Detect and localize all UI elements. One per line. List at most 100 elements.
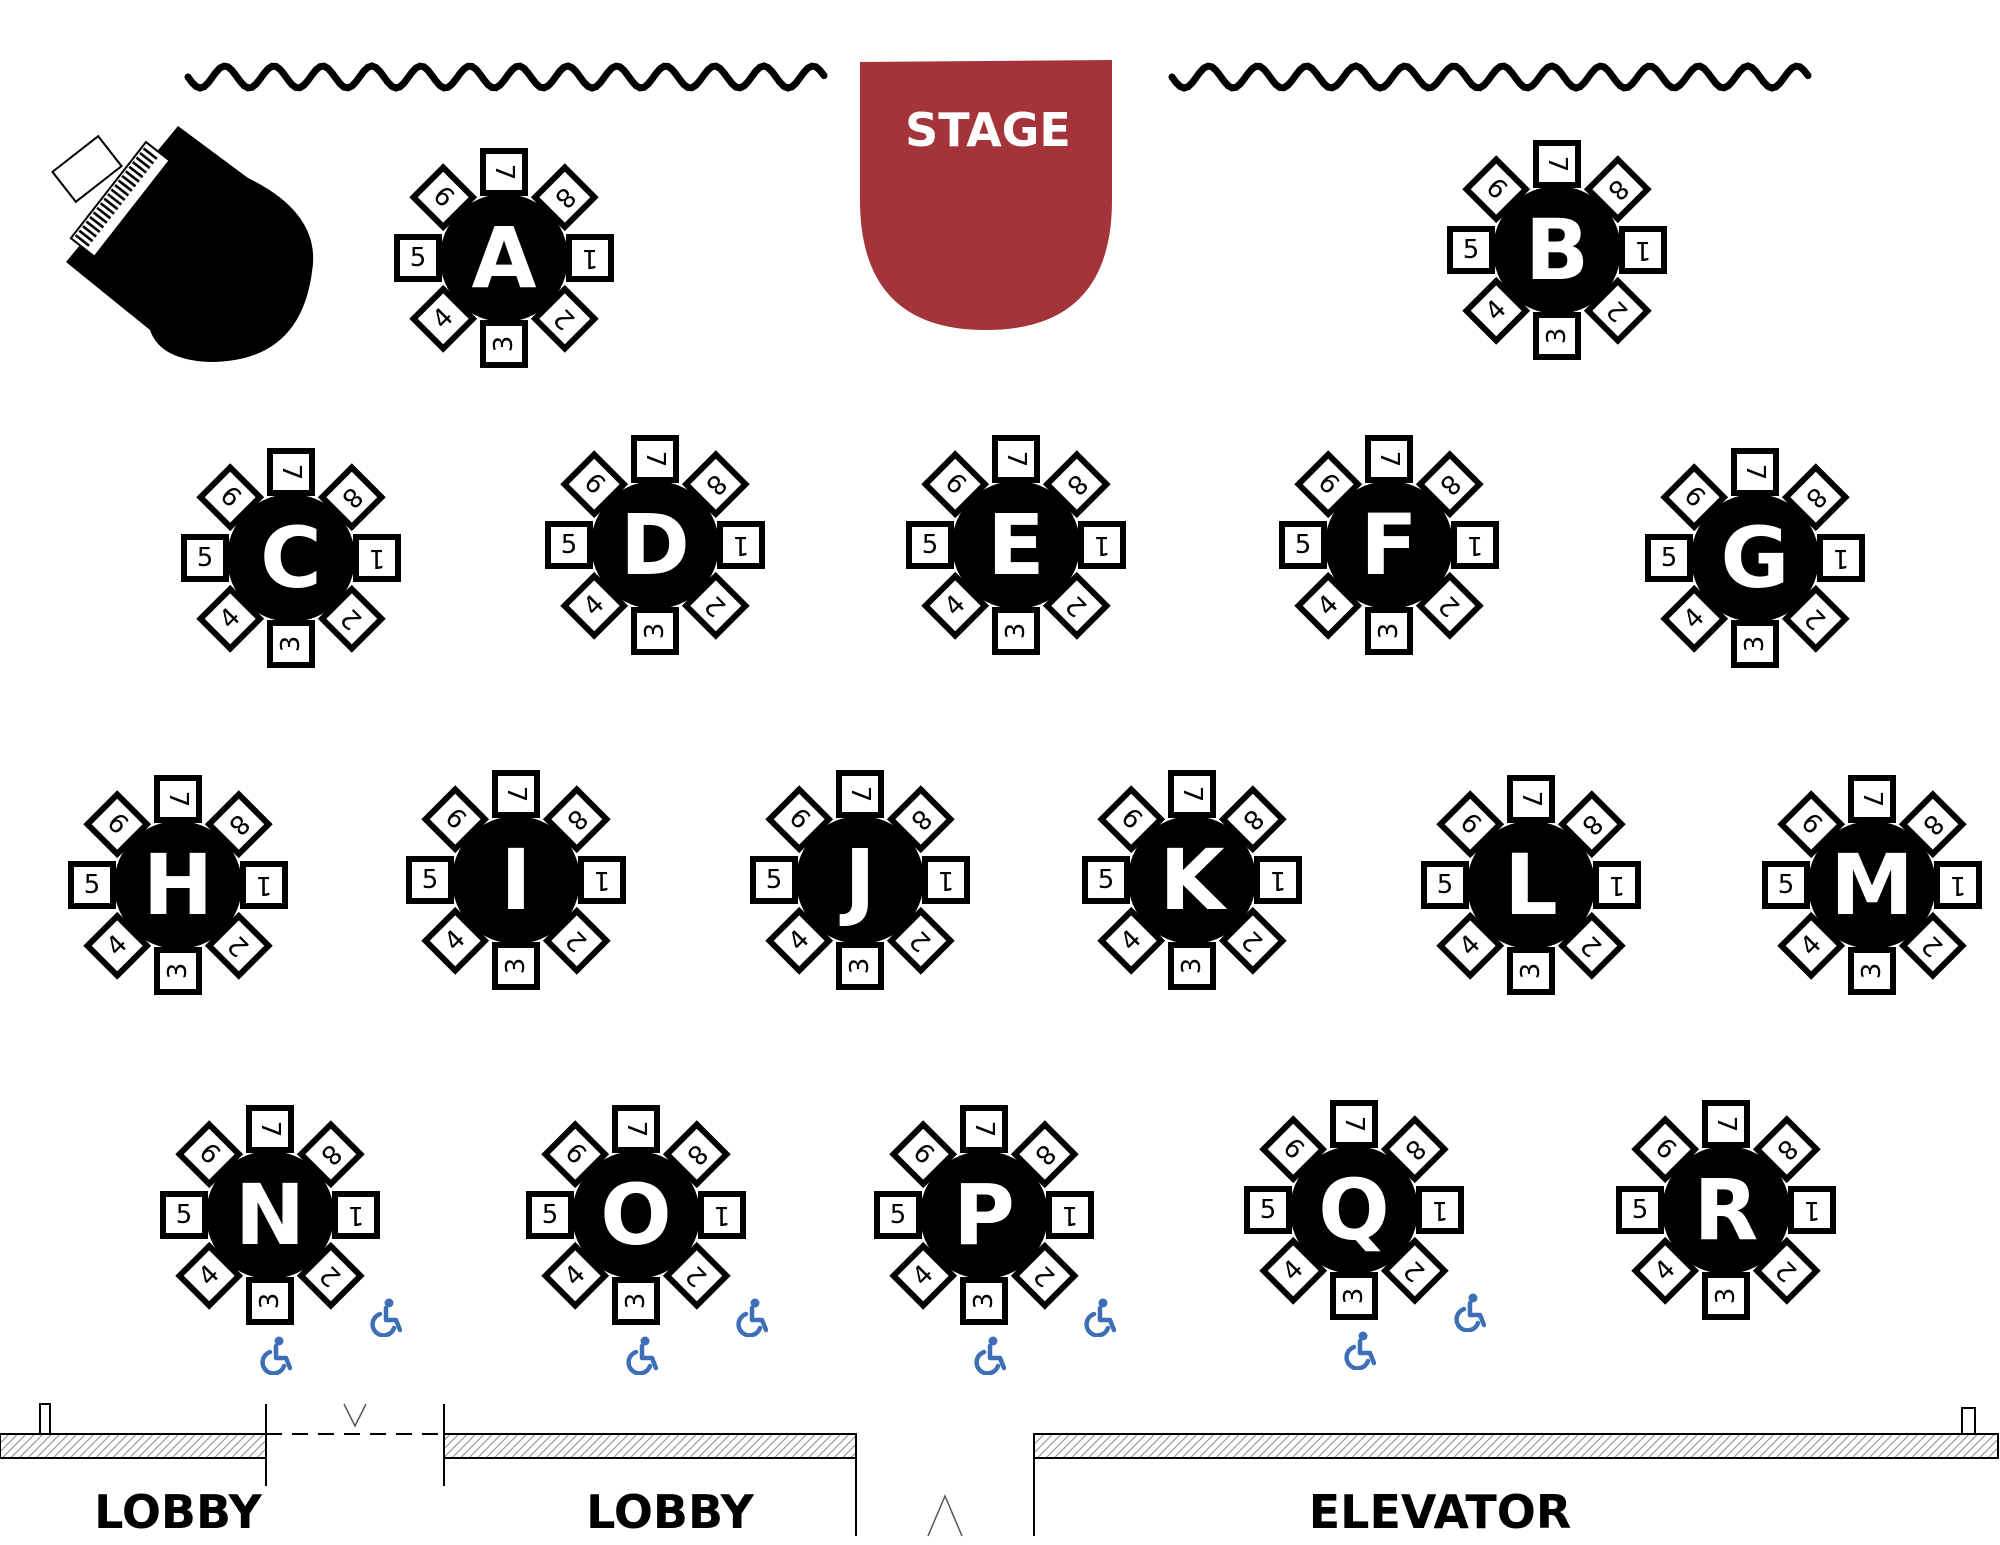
seat-c-6[interactable]: 6 bbox=[196, 463, 265, 532]
seat-f-6[interactable]: 6 bbox=[1294, 450, 1363, 519]
seat-d-7[interactable]: 7 bbox=[631, 435, 679, 483]
seat-r-6[interactable]: 6 bbox=[1631, 1115, 1700, 1184]
seat-n-6[interactable]: 6 bbox=[175, 1120, 244, 1189]
seat-h-4[interactable]: 4 bbox=[83, 911, 152, 980]
seat-o-7[interactable]: 7 bbox=[612, 1105, 660, 1153]
seat-d-6[interactable]: 6 bbox=[560, 450, 629, 519]
seat-f-5[interactable]: 5 bbox=[1279, 521, 1327, 569]
seat-k-1[interactable]: 1 bbox=[1254, 856, 1302, 904]
seat-q-1[interactable]: 1 bbox=[1416, 1186, 1464, 1234]
seat-q-4[interactable]: 4 bbox=[1259, 1236, 1328, 1305]
seat-g-6[interactable]: 6 bbox=[1660, 463, 1729, 532]
seat-b-5[interactable]: 5 bbox=[1447, 226, 1495, 274]
seat-r-7[interactable]: 7 bbox=[1702, 1100, 1750, 1148]
seat-b-6[interactable]: 6 bbox=[1462, 155, 1531, 224]
seat-l-6[interactable]: 6 bbox=[1436, 790, 1505, 859]
seat-g-3[interactable]: 3 bbox=[1731, 620, 1779, 668]
seat-k-7[interactable]: 7 bbox=[1168, 770, 1216, 818]
seat-o-2[interactable]: 2 bbox=[662, 1241, 731, 1310]
seat-n-2[interactable]: 2 bbox=[296, 1241, 365, 1310]
seat-k-4[interactable]: 4 bbox=[1097, 906, 1166, 975]
seat-n-8[interactable]: 8 bbox=[296, 1120, 365, 1189]
seat-o-6[interactable]: 6 bbox=[541, 1120, 610, 1189]
seat-p-1[interactable]: 1 bbox=[1046, 1191, 1094, 1239]
seat-d-8[interactable]: 8 bbox=[681, 450, 750, 519]
seat-n-3[interactable]: 3 bbox=[246, 1277, 294, 1325]
seat-f-1[interactable]: 1 bbox=[1451, 521, 1499, 569]
seat-e-7[interactable]: 7 bbox=[992, 435, 1040, 483]
seat-l-4[interactable]: 4 bbox=[1436, 911, 1505, 980]
seat-h-3[interactable]: 3 bbox=[154, 947, 202, 995]
seat-o-3[interactable]: 3 bbox=[612, 1277, 660, 1325]
seat-j-5[interactable]: 5 bbox=[750, 856, 798, 904]
seat-l-3[interactable]: 3 bbox=[1507, 947, 1555, 995]
seat-d-5[interactable]: 5 bbox=[545, 521, 593, 569]
seat-q-6[interactable]: 6 bbox=[1259, 1115, 1328, 1184]
seat-n-1[interactable]: 1 bbox=[332, 1191, 380, 1239]
seat-n-4[interactable]: 4 bbox=[175, 1241, 244, 1310]
seat-p-8[interactable]: 8 bbox=[1010, 1120, 1079, 1189]
seat-q-5[interactable]: 5 bbox=[1244, 1186, 1292, 1234]
seat-c-5[interactable]: 5 bbox=[181, 534, 229, 582]
seat-l-2[interactable]: 2 bbox=[1557, 911, 1626, 980]
seat-m-5[interactable]: 5 bbox=[1762, 861, 1810, 909]
seat-o-5[interactable]: 5 bbox=[526, 1191, 574, 1239]
seat-g-5[interactable]: 5 bbox=[1645, 534, 1693, 582]
seat-m-6[interactable]: 6 bbox=[1777, 790, 1846, 859]
seat-a-4[interactable]: 4 bbox=[409, 284, 478, 353]
seat-a-7[interactable]: 7 bbox=[480, 148, 528, 196]
seat-r-2[interactable]: 2 bbox=[1752, 1236, 1821, 1305]
seat-k-2[interactable]: 2 bbox=[1218, 906, 1287, 975]
seat-m-2[interactable]: 2 bbox=[1898, 911, 1967, 980]
seat-e-6[interactable]: 6 bbox=[921, 450, 990, 519]
seat-f-4[interactable]: 4 bbox=[1294, 571, 1363, 640]
seat-m-1[interactable]: 1 bbox=[1934, 861, 1982, 909]
seat-h-5[interactable]: 5 bbox=[68, 861, 116, 909]
seat-g-8[interactable]: 8 bbox=[1781, 463, 1850, 532]
seat-a-3[interactable]: 3 bbox=[480, 320, 528, 368]
seat-b-1[interactable]: 1 bbox=[1619, 226, 1667, 274]
seat-c-1[interactable]: 1 bbox=[353, 534, 401, 582]
seat-h-6[interactable]: 6 bbox=[83, 790, 152, 859]
seat-e-1[interactable]: 1 bbox=[1078, 521, 1126, 569]
seat-j-1[interactable]: 1 bbox=[922, 856, 970, 904]
seat-c-3[interactable]: 3 bbox=[267, 620, 315, 668]
seat-f-3[interactable]: 3 bbox=[1365, 607, 1413, 655]
seat-p-7[interactable]: 7 bbox=[960, 1105, 1008, 1153]
seat-h-8[interactable]: 8 bbox=[204, 790, 273, 859]
seat-c-7[interactable]: 7 bbox=[267, 448, 315, 496]
seat-k-8[interactable]: 8 bbox=[1218, 785, 1287, 854]
seat-j-3[interactable]: 3 bbox=[836, 942, 884, 990]
seat-d-3[interactable]: 3 bbox=[631, 607, 679, 655]
seat-p-2[interactable]: 2 bbox=[1010, 1241, 1079, 1310]
seat-f-8[interactable]: 8 bbox=[1415, 450, 1484, 519]
seat-i-1[interactable]: 1 bbox=[578, 856, 626, 904]
seat-n-5[interactable]: 5 bbox=[160, 1191, 208, 1239]
seat-c-2[interactable]: 2 bbox=[317, 584, 386, 653]
seat-f-7[interactable]: 7 bbox=[1365, 435, 1413, 483]
seat-i-2[interactable]: 2 bbox=[542, 906, 611, 975]
seat-a-1[interactable]: 1 bbox=[566, 234, 614, 282]
seat-q-8[interactable]: 8 bbox=[1380, 1115, 1449, 1184]
seat-k-3[interactable]: 3 bbox=[1168, 942, 1216, 990]
seat-k-6[interactable]: 6 bbox=[1097, 785, 1166, 854]
seat-i-3[interactable]: 3 bbox=[492, 942, 540, 990]
seat-e-2[interactable]: 2 bbox=[1042, 571, 1111, 640]
seat-n-7[interactable]: 7 bbox=[246, 1105, 294, 1153]
seat-i-5[interactable]: 5 bbox=[406, 856, 454, 904]
seat-h-1[interactable]: 1 bbox=[240, 861, 288, 909]
seat-p-5[interactable]: 5 bbox=[874, 1191, 922, 1239]
seat-q-7[interactable]: 7 bbox=[1330, 1100, 1378, 1148]
seat-a-8[interactable]: 8 bbox=[530, 163, 599, 232]
seat-a-5[interactable]: 5 bbox=[394, 234, 442, 282]
seat-o-8[interactable]: 8 bbox=[662, 1120, 731, 1189]
